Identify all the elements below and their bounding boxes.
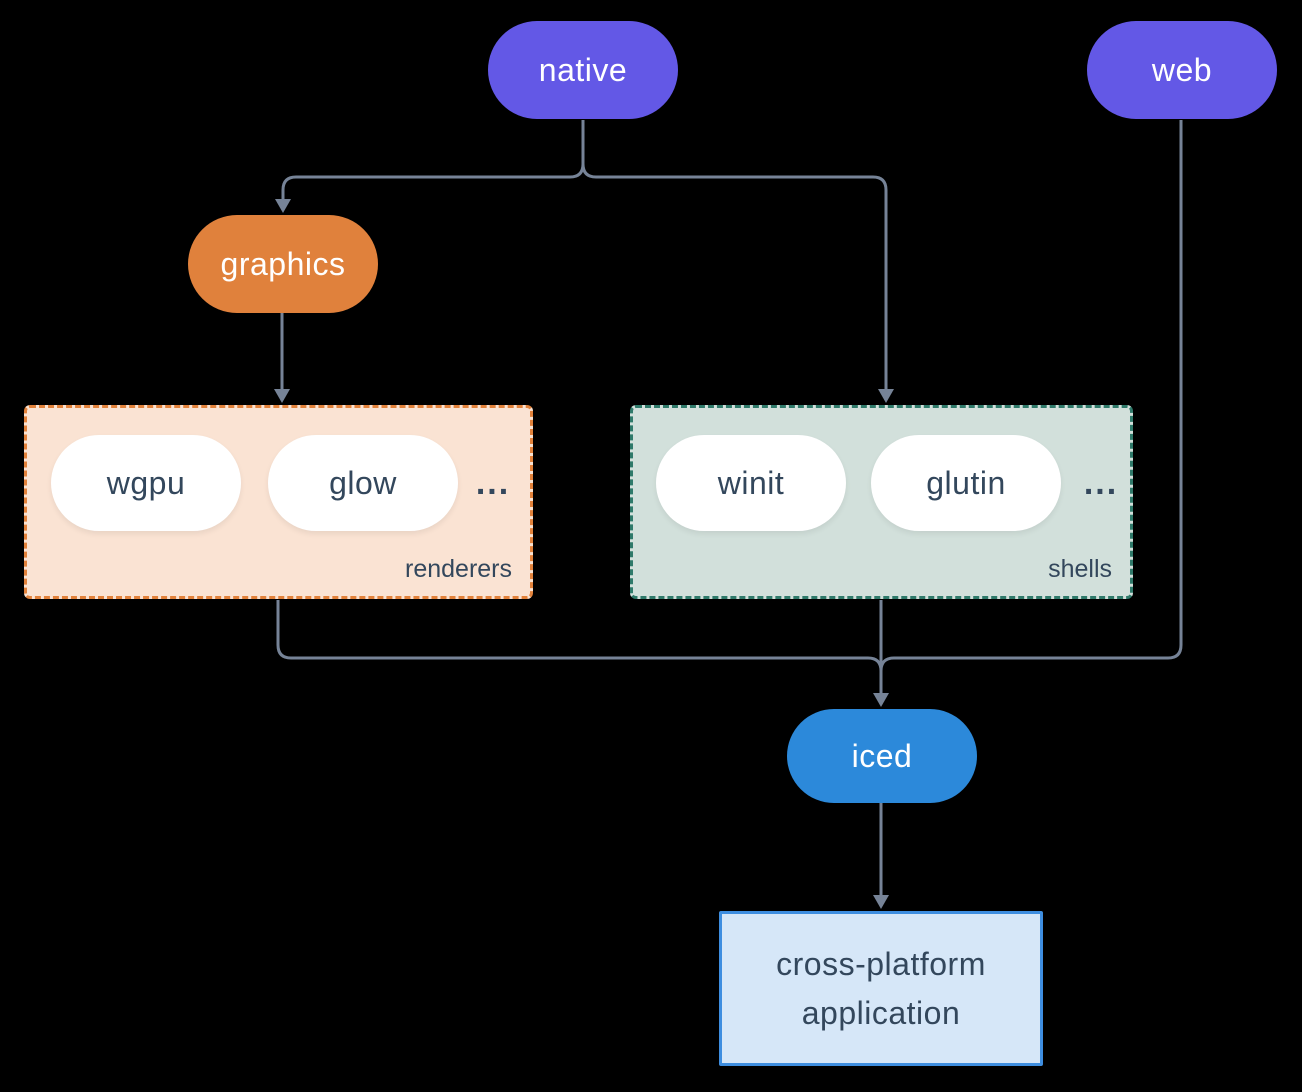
arrowhead-into-iced	[873, 693, 889, 707]
group-shells-label: shells	[1048, 555, 1112, 583]
edge-renderers-to-junction	[276, 600, 883, 693]
arrowhead-into-shells	[878, 389, 894, 403]
node-graphics: graphics	[188, 215, 378, 313]
arrowhead-into-graphics	[275, 199, 291, 213]
shells-ellipsis: ...	[1083, 463, 1119, 502]
node-cross-platform-application: cross-platform application	[719, 911, 1043, 1066]
group-renderers: wgpu glow ... renderers	[24, 405, 533, 599]
app-label-line2: application	[801, 994, 961, 1031]
group-renderers-label: renderers	[405, 555, 512, 583]
arrowhead-into-app	[873, 895, 889, 909]
node-web-label: web	[1151, 51, 1213, 88]
renderers-ellipsis: ...	[475, 463, 511, 502]
node-native-label: native	[538, 51, 628, 88]
node-wgpu-label: wgpu	[106, 464, 186, 501]
node-glutin: glutin	[871, 435, 1061, 531]
node-glow: glow	[268, 435, 458, 531]
group-shells: winit glutin ... shells	[630, 405, 1133, 599]
app-label-line1: cross-platform	[776, 945, 986, 982]
node-native: native	[488, 21, 678, 119]
node-iced: iced	[787, 709, 977, 803]
arrowhead-into-renderers	[274, 389, 290, 403]
node-web: web	[1087, 21, 1277, 119]
edge-native-to-graphics	[281, 120, 585, 199]
node-winit: winit	[656, 435, 846, 531]
node-graphics-label: graphics	[220, 245, 346, 282]
node-glutin-label: glutin	[926, 464, 1006, 501]
node-iced-label: iced	[851, 737, 913, 774]
node-glow-label: glow	[329, 464, 397, 501]
node-wgpu: wgpu	[51, 435, 241, 531]
edge-native-to-shells	[581, 120, 888, 389]
node-winit-label: winit	[717, 464, 785, 501]
